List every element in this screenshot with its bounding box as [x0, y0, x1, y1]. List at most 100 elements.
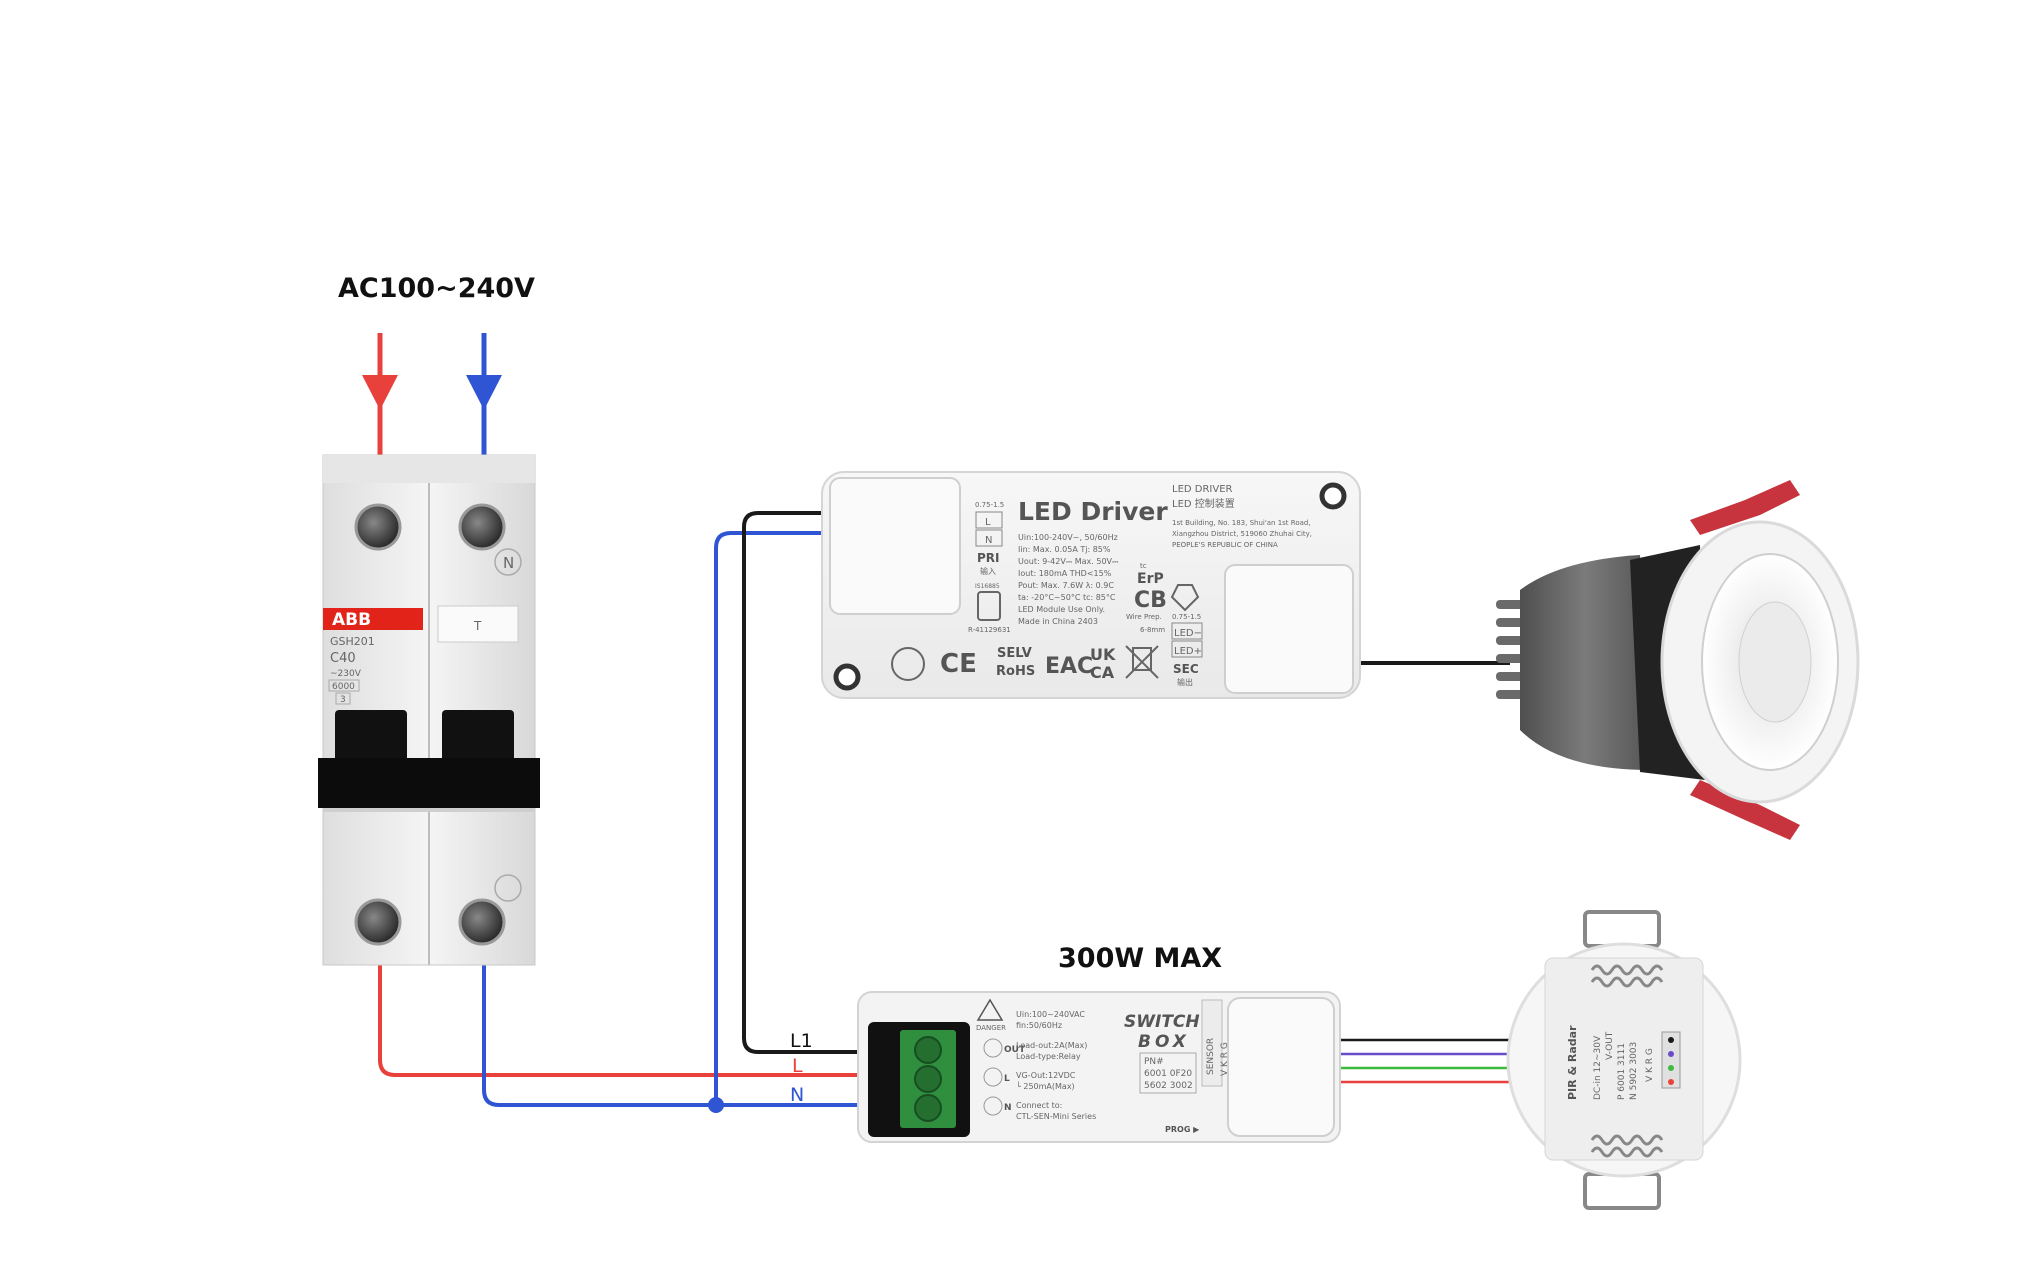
breaker-top-screw-neutral[interactable] — [458, 503, 506, 551]
driver-output-cover — [1224, 564, 1354, 694]
driver-wire-spec-out: 0.75-1.5 — [1172, 613, 1201, 621]
led-driver: LED Driver LED DRIVER LED 控制装置 1st Build… — [821, 471, 1361, 699]
driver-subtitle-cn: LED 控制装置 — [1172, 497, 1235, 510]
driver-eac: EAC — [1045, 654, 1093, 679]
switch-prog: PROG ▶ — [1165, 1125, 1200, 1134]
switch-spec-4: VG-Out:12VDC — [1016, 1071, 1076, 1080]
sensor-pn-1: P 6001 3111 — [1617, 1043, 1627, 1100]
terminal-screw-l[interactable] — [914, 1065, 942, 1093]
l1-wire — [742, 511, 905, 1054]
breaker-bottom-n-mark — [494, 874, 522, 902]
neutral-input-arrow — [466, 333, 502, 462]
sensor-pn-2: N 5902 3003 — [1629, 1042, 1639, 1100]
switch-spec-7: CTL-SEN-Mini Series — [1016, 1112, 1096, 1121]
switch-out-label: OUT — [1004, 1045, 1026, 1055]
driver-led-plus: LED+ — [1174, 646, 1202, 657]
switch-spec-1: fin:50/60Hz — [1016, 1021, 1062, 1030]
driver-terminal-n: N — [985, 535, 992, 546]
ac-input-label: AC100~240V — [338, 273, 535, 304]
neutral-wire — [482, 960, 905, 1107]
breaker-top-n-mark — [494, 548, 522, 576]
driver-rohs: RoHS — [996, 664, 1035, 679]
switch-pn-label: PN# — [1144, 1057, 1164, 1067]
driver-wire-len: 6-8mm — [1140, 626, 1165, 634]
switch-output-cover — [1227, 997, 1335, 1137]
switch-n-label: N — [1004, 1103, 1012, 1113]
driver-spec-4: Pout: Max. 7.6W λ: 0.9C — [1018, 581, 1114, 590]
live-input-arrow — [362, 333, 398, 462]
switch-box: OUT L N DANGER Uin:100~240VAC fin:50/60H… — [857, 991, 1341, 1143]
driver-address-2: Xiangzhou District, 519060 Zhuhai City, — [1172, 530, 1312, 538]
rcm-mark-icon — [1170, 584, 1200, 612]
breaker-class: 3 — [340, 695, 346, 705]
driver-address-3: PEOPLE'S REPUBLIC OF CHINA — [1172, 541, 1278, 549]
danger-warning-icon — [976, 998, 1004, 1021]
switch-spec-3: Load-type:Relay — [1016, 1052, 1081, 1061]
breaker-model: GSH201 — [330, 635, 375, 648]
driver-selv: SELV — [997, 646, 1032, 661]
max-power-label: 300W MAX — [1058, 943, 1222, 974]
driver-spec-2: Uout: 9-42V⎓ Max. 50V⎓ — [1018, 557, 1119, 566]
sensor-spec-2: V-OUT — [1605, 1031, 1615, 1060]
breaker-test-window — [437, 605, 519, 643]
driver-sec: SEC — [1173, 662, 1199, 676]
breaker-test-text: T — [473, 619, 482, 633]
driver-wire-prep: Wire Prep. — [1126, 613, 1162, 621]
sensor-label: PIR & Radar — [1566, 1025, 1579, 1100]
weee-bin-icon — [1125, 645, 1159, 679]
breaker-bottom-screw-neutral[interactable] — [458, 898, 506, 946]
pir-radar-sensor: PIR & Radar DC-in 12~30V V-OUT P 6001 31… — [1506, 910, 1742, 1210]
driver-input-cover — [829, 477, 961, 615]
driver-ukca-1: UK — [1090, 645, 1116, 664]
lamp-clip-bottom — [1690, 780, 1800, 840]
switch-spec-5: └ 250mA(Max) — [1016, 1081, 1075, 1091]
breaker-capacity: 6000 — [332, 682, 355, 692]
switch-spec-2: Load-out:2A(Max) — [1016, 1041, 1087, 1050]
wire-label-l1: L1 — [790, 1030, 813, 1052]
wire-label-n: N — [790, 1084, 804, 1106]
switch-pins-label: V K R G — [1220, 1042, 1230, 1076]
sensor-spring-top — [1590, 964, 1664, 988]
terminal-screw-n[interactable] — [914, 1094, 942, 1122]
bis-mark-icon — [977, 591, 1001, 621]
driver-wire-spec-in: 0.75-1.5 — [975, 501, 1004, 509]
breaker-top-screw-live[interactable] — [354, 503, 402, 551]
driver-spec-6: LED Module Use Only. — [1018, 605, 1105, 614]
driver-spec-1: Iin: Max. 0.05A Tj: 85% — [1018, 545, 1111, 554]
driver-cert-reg: R-41129631 — [968, 626, 1011, 634]
breaker-voltage: ~230V — [330, 669, 362, 679]
live-wire — [378, 960, 905, 1077]
driver-ce: CE — [940, 649, 977, 679]
driver-sec-cn: 输出 — [1177, 677, 1193, 687]
switch-title-2: BOX — [1138, 1032, 1190, 1052]
breaker-top-n-text: N — [503, 554, 514, 572]
driver-address-1: 1st Building, No. 183, Shui'an 1st Road, — [1172, 519, 1311, 527]
breaker-rating: C40 — [330, 651, 356, 666]
ccc-mark-icon — [891, 647, 925, 681]
driver-spec-0: Uin:100-240V~, 50/60Hz — [1018, 533, 1118, 542]
driver-subtitle-en: LED DRIVER — [1172, 484, 1233, 495]
driver-led-minus: LED− — [1174, 628, 1202, 639]
neutral-junction — [708, 1097, 724, 1113]
driver-mount-hole-right — [1319, 482, 1347, 510]
sensor-connector — [1661, 1031, 1681, 1089]
driver-terminal-l: L — [985, 517, 991, 528]
sensor-pins: V K R G — [1645, 1048, 1655, 1082]
driver-cert-code: IS16885 — [975, 583, 1000, 590]
driver-ukca-2: CA — [1090, 663, 1115, 682]
driver-spec-3: Iout: 180mA THD<15% — [1018, 569, 1112, 578]
circuit-breaker: N ABB T GSH201 C40 ~230V 6000 3 — [318, 454, 540, 966]
terminal-screw-out[interactable] — [914, 1036, 942, 1064]
driver-erp: ErP — [1137, 571, 1164, 587]
driver-title: LED Driver — [1018, 497, 1168, 526]
switch-spec-0: Uin:100~240VAC — [1016, 1010, 1085, 1019]
driver-cb: CB — [1134, 588, 1167, 613]
lamp-clip-top — [1690, 480, 1800, 535]
switch-title-1: SWITCH — [1124, 1012, 1200, 1032]
switch-pn-1: 6001 0F20 — [1144, 1069, 1192, 1079]
breaker-bottom-screw-live[interactable] — [354, 898, 402, 946]
sensor-spring-bottom — [1590, 1134, 1664, 1158]
wire-label-l: L — [792, 1055, 803, 1077]
driver-pri-cn: 输入 — [980, 566, 996, 576]
